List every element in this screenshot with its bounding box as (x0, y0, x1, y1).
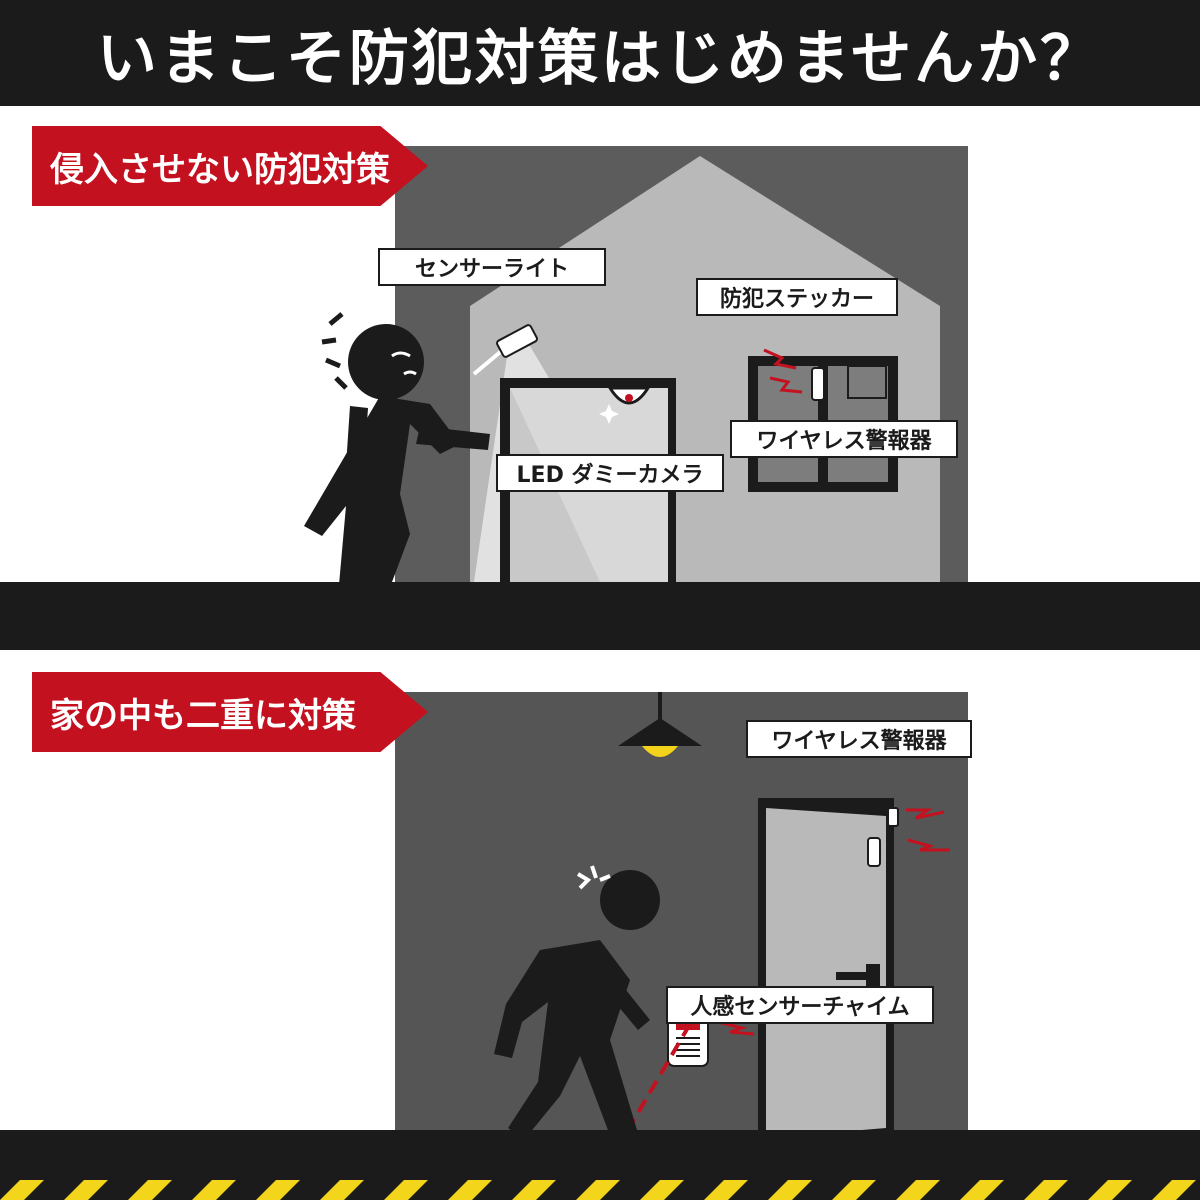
resident-figure (494, 865, 660, 1146)
page-header: いまこそ防犯対策はじめませんか？ (0, 0, 1200, 106)
sticker-label: 防犯ステッカー (696, 278, 898, 316)
dummy-camera-label: LED ダミーカメラ (496, 454, 724, 492)
outdoor-scene: 侵入させない防犯対策 センサーライト 防犯ステッカー ワイヤレス警報器 LED … (0, 106, 1200, 650)
ribbon-background (32, 126, 428, 206)
indoor-ribbon-label: 家の中も二重に対策 (50, 695, 356, 736)
pendant-lamp-icon (618, 692, 702, 757)
intruder-figure (304, 312, 490, 634)
indoor-ribbon: 家の中も二重に対策 (32, 672, 428, 752)
indoor-scene: 家の中も二重に対策 ワイヤレス警報器 人感センサーチャイム (0, 650, 1200, 1200)
outdoor-illustration (0, 146, 1200, 650)
sensor-light-icon (472, 324, 538, 376)
outdoor-ground (0, 582, 1200, 650)
outdoor-ribbon: 侵入させない防犯対策 (32, 126, 428, 206)
chime-label: 人感センサーチャイム (666, 986, 934, 1024)
hazard-stripe (0, 1180, 1200, 1200)
outdoor-ribbon-label: 侵入させない防犯対策 (50, 149, 390, 190)
page-title: いまこそ防犯対策はじめませんか？ (96, 23, 1104, 94)
door-icon (758, 798, 950, 1138)
sensor-light-label: センサーライト (378, 248, 606, 286)
dummy-camera-icon (599, 378, 653, 424)
indoor-wireless-alarm-label: ワイヤレス警報器 (746, 720, 972, 758)
indoor-illustration (0, 692, 1200, 1200)
wireless-alarm-label: ワイヤレス警報器 (730, 420, 958, 458)
ribbon-background (32, 672, 428, 752)
